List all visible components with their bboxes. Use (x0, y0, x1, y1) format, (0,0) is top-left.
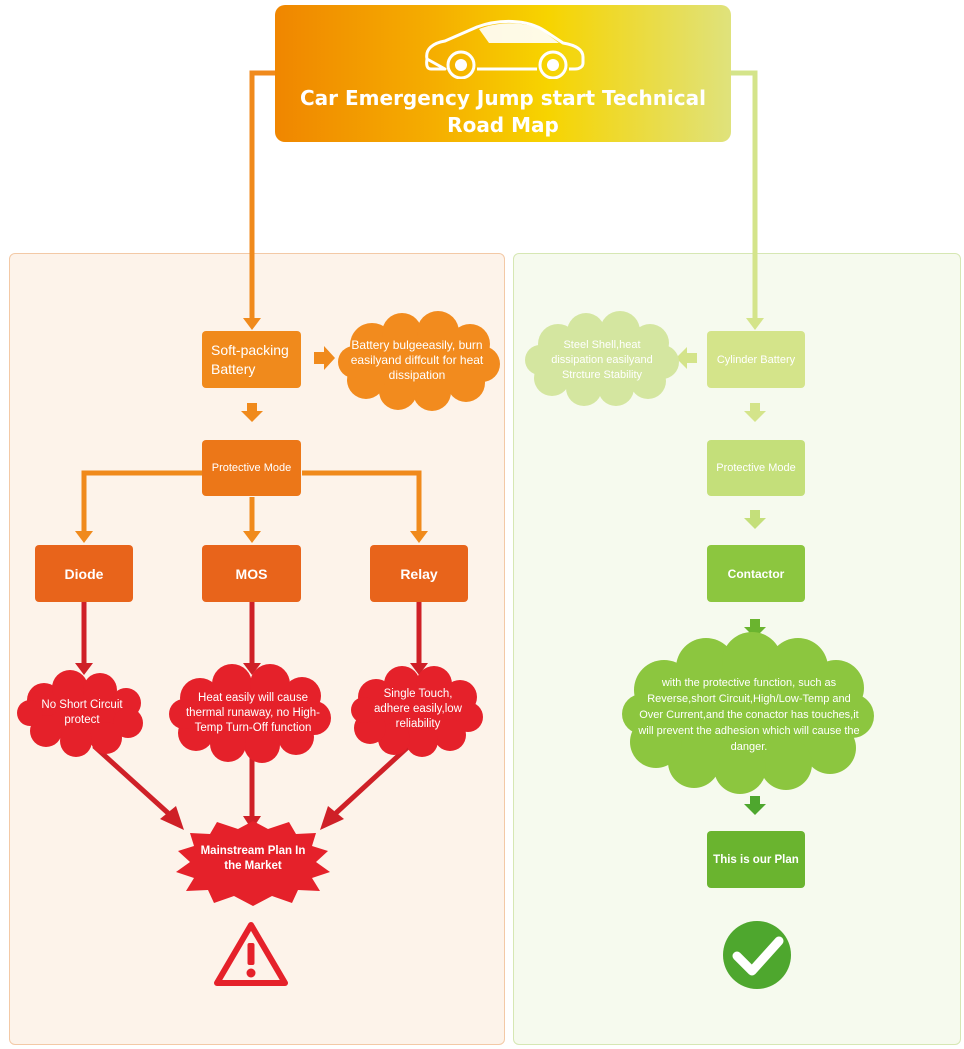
left-note-cloud (338, 311, 500, 411)
diode-issue-label: No Short Circuit protect (41, 699, 123, 726)
left-note-text: Battery bulgeeasily, burn easilyand diff… (350, 333, 484, 387)
cylinder-battery-box: Cylinder Battery (707, 331, 805, 388)
diode-box: Diode (35, 545, 133, 602)
left-note-label: Battery bulgeeasily, burn easilyand diff… (350, 337, 484, 382)
arrowhead-relay-result (320, 806, 344, 830)
arrow-benefit-plan (744, 796, 766, 815)
right-protective-mode-label: Protective Mode (716, 462, 796, 474)
connector-relay-result (334, 744, 411, 815)
arrowhead-relay-issue (410, 663, 428, 675)
arrowhead-mos-issue (243, 663, 261, 675)
left-protective-mode-label: Protective Mode (211, 462, 292, 474)
diode-issue-text: No Short Circuit protect (34, 690, 130, 736)
arrow-battery-protective-right (744, 403, 766, 422)
arrow-battery-note-left (314, 346, 335, 370)
mainstream-plan-label: Mainstream Plan In the Market (200, 845, 306, 872)
page-title: Car Emergency Jump start Technical Road … (275, 85, 731, 139)
relay-box: Relay (370, 545, 468, 602)
connector-protective-diode (81, 470, 202, 533)
arrow-protective-contactor (744, 510, 766, 529)
benefit-cloud (622, 632, 874, 794)
connector-diode-result (92, 744, 170, 815)
warning-icon (214, 922, 288, 986)
title-line-1: Car Emergency Jump start Technical (300, 86, 706, 110)
arrowhead-relay (410, 531, 428, 543)
arrowhead-right-battery (746, 318, 764, 330)
connector-protective-relay (302, 470, 422, 533)
arrow-battery-protective-left (241, 403, 263, 422)
benefit-label: with the protective function, such as Re… (638, 677, 860, 753)
right-note-label: Steel Shell,heat dissipation easilyand S… (551, 338, 653, 381)
arrowhead-diode (75, 531, 93, 543)
relay-issue-text: Single Touch, adhere easily,low reliabil… (366, 686, 470, 732)
relay-label: Relay (400, 565, 438, 582)
soft-packing-battery-label: Soft-packing Battery (211, 341, 289, 377)
connector-title-right (731, 70, 758, 318)
connector-title-left (249, 70, 275, 318)
mainstream-plan-text: Mainstream Plan In the Market (198, 841, 308, 877)
result-starburst (176, 821, 330, 906)
right-protective-mode-box: Protective Mode (707, 440, 805, 496)
arrow-contactor-benefit (744, 619, 766, 638)
diode-label: Diode (64, 565, 104, 582)
arrowhead-left-battery (243, 318, 261, 330)
contactor-box: Contactor (707, 545, 805, 602)
cylinder-battery-label: Cylinder Battery (716, 353, 796, 366)
soft-packing-battery-box: Soft-packing Battery (202, 331, 301, 388)
title-box: Car Emergency Jump start Technical Road … (275, 5, 731, 142)
right-note-cloud (525, 311, 679, 406)
mos-box: MOS (202, 545, 301, 602)
our-plan-label: This is our Plan (713, 853, 799, 866)
arrowhead-diode-issue (75, 663, 93, 675)
contactor-label: Contactor (727, 566, 785, 581)
arrowhead-mos (243, 531, 261, 543)
left-protective-mode-box: Protective Mode (202, 440, 301, 496)
mos-issue-text: Heat easily will cause thermal runaway, … (183, 682, 323, 744)
our-plan-box: This is our Plan (707, 831, 805, 888)
diode-issue-cloud (17, 670, 143, 757)
car-icon (425, 19, 585, 79)
right-note-text: Steel Shell,heat dissipation easilyand S… (540, 336, 664, 384)
relay-issue-label: Single Touch, adhere easily,low reliabil… (373, 687, 462, 730)
title-line-2: Road Map (447, 113, 559, 137)
benefit-text: with the protective function, such as Re… (638, 672, 860, 758)
check-icon (723, 921, 791, 989)
mos-label: MOS (235, 565, 268, 582)
mos-issue-label: Heat easily will cause thermal runaway, … (185, 691, 320, 734)
mos-issue-cloud (169, 664, 331, 763)
arrow-battery-note-right (676, 347, 697, 369)
relay-issue-cloud (351, 666, 483, 757)
arrowhead-diode-result (160, 806, 184, 830)
